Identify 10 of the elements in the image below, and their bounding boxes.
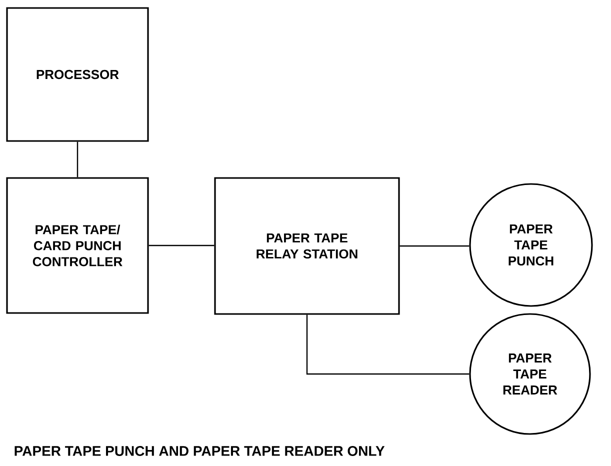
connector-line (400, 245, 470, 247)
process-box: PAPER TAPE RELAY STATION (214, 177, 400, 315)
circle-node: PAPER TAPE READER (469, 313, 591, 435)
caption: PAPER TAPE PUNCH AND PAPER TAPE READER ONLY (14, 446, 385, 456)
process-box: PAPER TAPE/ CARD PUNCH CONTROLLER (6, 177, 149, 314)
connector-line (148, 244, 214, 246)
connector-line (76, 142, 78, 178)
circle-node: PAPER TAPE PUNCH (469, 183, 593, 307)
connector-line (306, 314, 470, 375)
process-box: PROCESSOR (6, 7, 149, 142)
